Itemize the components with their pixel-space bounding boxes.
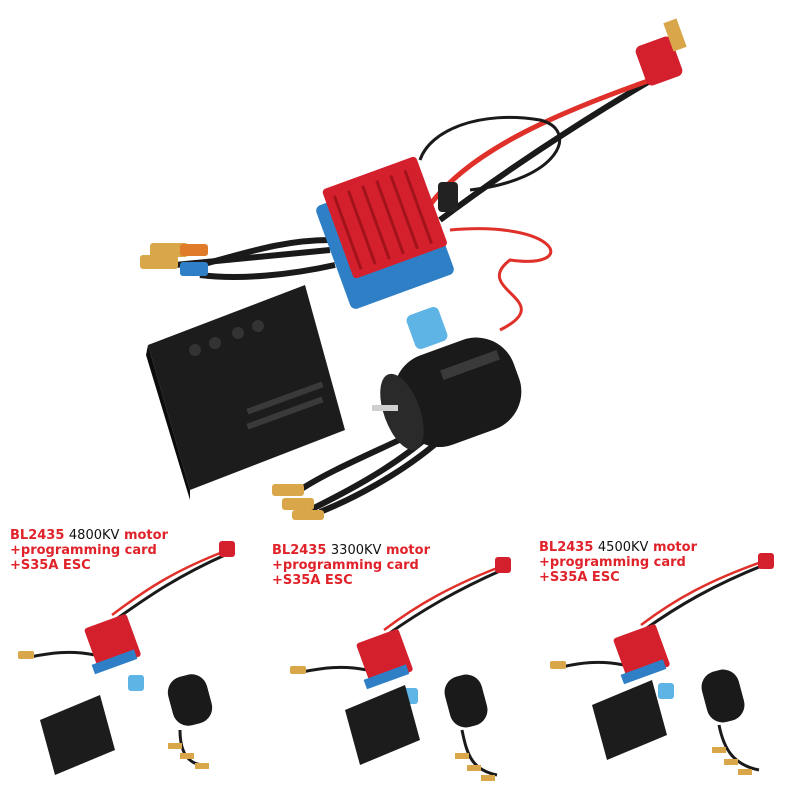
model-text: BL2435 <box>539 540 594 555</box>
variant-photo-1 <box>18 541 235 775</box>
kv-text: 4500KV <box>597 540 649 555</box>
brushless-motor <box>372 337 522 451</box>
variant-caption-3: BL2435 4500KV motor +programming card +S… <box>539 540 697 585</box>
model-text: BL2435 <box>10 528 65 543</box>
line-esc: +S35A ESC <box>539 570 620 585</box>
motor-word: motor <box>385 543 430 558</box>
motor-wire-3 <box>318 437 442 515</box>
variant-panel-2: BL2435 3300KV motor +programming card +S… <box>267 525 534 800</box>
variant-panel-1: BL2435 4800KV motor +programming card +S… <box>0 525 267 800</box>
t-plug-connector <box>635 18 687 86</box>
line-esc: +S35A ESC <box>10 558 91 573</box>
esc-switch <box>406 306 448 350</box>
hero-product-photo <box>140 18 687 520</box>
programming-card <box>146 285 345 500</box>
bullet-connectors-motor <box>272 484 324 520</box>
bullet-connectors-esc <box>140 243 208 276</box>
motor-word: motor <box>123 528 168 543</box>
esc-output-wire-3 <box>199 262 336 280</box>
kv-text: 3300KV <box>330 543 382 558</box>
receiver-wire-red <box>449 227 553 332</box>
esc-unit <box>316 156 458 309</box>
model-text: BL2435 <box>272 543 327 558</box>
line-programming-card: +programming card <box>272 558 419 573</box>
variant-panel-3: BL2435 4500KV motor +programming card +S… <box>534 525 800 800</box>
kv-text: 4800KV <box>68 528 120 543</box>
line-programming-card: +programming card <box>539 555 686 570</box>
variant-photo-2 <box>290 557 511 781</box>
line-esc: +S35A ESC <box>272 573 353 588</box>
receiver-wire-black <box>418 115 561 192</box>
variant-caption-2: BL2435 3300KV motor +programming card +S… <box>272 543 430 588</box>
battery-wire-black <box>438 72 662 223</box>
variant-photo-3 <box>550 553 774 775</box>
motor-word: motor <box>652 540 697 555</box>
line-programming-card: +programming card <box>10 543 157 558</box>
variant-caption-1: BL2435 4800KV motor +programming card +S… <box>10 528 168 573</box>
